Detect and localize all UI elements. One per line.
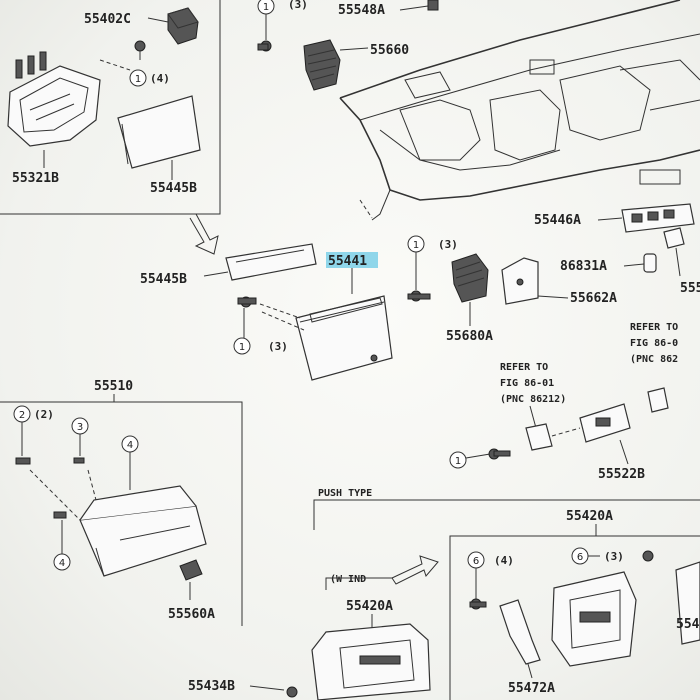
instrument-panel-outline xyxy=(339,0,700,221)
refer-note-1-line1: REFER TO xyxy=(500,362,548,373)
svg-text:2: 2 xyxy=(19,410,25,421)
svg-text:(3): (3) xyxy=(288,0,308,11)
label-55548A: 55548A xyxy=(338,3,385,18)
svg-text:(3): (3) xyxy=(438,238,458,251)
refer-note-2-line1: REFER TO xyxy=(630,322,678,333)
svg-text:4: 4 xyxy=(59,558,65,569)
part-55680A[interactable] xyxy=(451,253,489,326)
svg-text:6: 6 xyxy=(577,552,583,563)
part-55420A-bezel-right[interactable] xyxy=(551,571,637,667)
push-type-frame xyxy=(313,499,700,530)
label-55510: 55510 xyxy=(94,379,133,394)
label-55445B: 55445B xyxy=(140,272,187,287)
screw-icon xyxy=(15,457,31,465)
screw-icon xyxy=(642,550,654,562)
callout-1-topleft xyxy=(129,69,147,87)
part-5547-partial[interactable] xyxy=(675,561,700,645)
refer-note-2-line2: FIG 86-0 xyxy=(630,338,678,349)
svg-text:1: 1 xyxy=(135,74,141,85)
callout-1-mid xyxy=(233,337,251,355)
screw-icon xyxy=(286,686,298,698)
label-55441: 55441 xyxy=(328,254,367,269)
label-55321B: 55321B xyxy=(12,171,59,186)
label-55434B: 55434B xyxy=(188,679,235,694)
part-55560A[interactable] xyxy=(179,559,203,600)
svg-text:1: 1 xyxy=(455,456,461,467)
highlight-55441 xyxy=(326,252,378,268)
label-55446A: 55446A xyxy=(534,213,581,228)
screw-icon xyxy=(257,40,272,52)
part-55445B[interactable] xyxy=(203,243,317,281)
part-55402C[interactable] xyxy=(147,7,199,45)
label-55420A-left: 55420A xyxy=(346,599,393,614)
label-55680A: 55680A xyxy=(446,329,493,344)
part-55441[interactable] xyxy=(295,295,393,381)
screw-icon xyxy=(488,448,511,460)
part-55472A[interactable] xyxy=(499,599,541,679)
part-glove-box[interactable] xyxy=(29,469,207,577)
clip-icon xyxy=(427,0,439,11)
inset-box-55420A xyxy=(449,535,700,700)
refer-note-2-line3: (PNC 862 xyxy=(630,354,678,365)
svg-text:4: 4 xyxy=(127,440,133,451)
part-55446A[interactable] xyxy=(621,203,695,233)
svg-text:1: 1 xyxy=(413,240,419,251)
label-55539: 55539 xyxy=(680,281,700,296)
label-55472A: 55472A xyxy=(508,681,555,696)
label-55522B: 55522B xyxy=(598,467,645,482)
arrow-down-icon xyxy=(189,213,219,255)
label-55445B-top: 55445B xyxy=(150,181,197,196)
screw-icon xyxy=(237,296,257,308)
inset-box-top-left xyxy=(0,0,221,215)
screw-icon xyxy=(134,40,146,60)
svg-text:1: 1 xyxy=(239,342,245,353)
refer-note-1-line2: FIG 86-01 xyxy=(500,378,554,389)
part-86831A[interactable] xyxy=(643,253,657,273)
svg-text:3: 3 xyxy=(77,422,83,433)
svg-text:(4): (4) xyxy=(494,554,514,567)
part-55660[interactable] xyxy=(303,39,341,91)
svg-text:(3): (3) xyxy=(604,550,624,563)
part-55445B-top[interactable] xyxy=(117,95,201,180)
label-55402C: 55402C xyxy=(84,12,131,27)
w-ind-label: (W IND xyxy=(330,574,366,585)
inset-box-55510 xyxy=(0,401,243,626)
part-55522B[interactable] xyxy=(525,387,669,465)
arrow-right-icon xyxy=(391,555,439,585)
label-55662A: 55662A xyxy=(570,291,617,306)
label-55420A-right: 55420A xyxy=(566,509,613,524)
svg-text:(4): (4) xyxy=(150,72,170,85)
part-55662A[interactable] xyxy=(501,257,539,305)
part-55539[interactable] xyxy=(663,227,685,277)
callout-1-bottom xyxy=(449,451,467,469)
svg-text:(2): (2) xyxy=(34,408,54,421)
part-55420A-bezel-left[interactable] xyxy=(311,623,431,700)
push-type-label: PUSH TYPE xyxy=(318,488,372,499)
screw-icon xyxy=(469,598,487,610)
refer-note-1-line3: (PNC 86212) xyxy=(500,394,566,405)
label-5547: 5547 xyxy=(676,617,700,632)
label-55660: 55660 xyxy=(370,43,409,58)
svg-text:(3): (3) xyxy=(268,340,288,353)
svg-text:6: 6 xyxy=(473,556,479,567)
w-ind-bracket xyxy=(325,577,392,590)
screw-icon xyxy=(407,290,431,302)
svg-text:1: 1 xyxy=(263,2,269,13)
label-86831A: 86831A xyxy=(560,259,607,274)
part-55321B[interactable] xyxy=(7,51,101,168)
label-55560A: 55560A xyxy=(168,607,215,622)
